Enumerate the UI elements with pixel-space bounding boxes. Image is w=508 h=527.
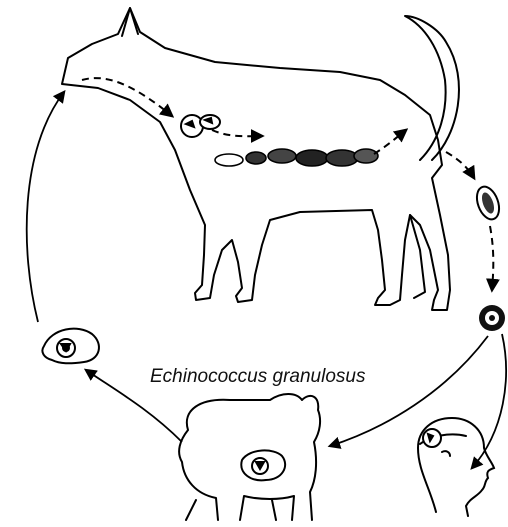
hydatid-cyst-liver-icon bbox=[42, 329, 99, 364]
arrow-cyst-to-dog bbox=[27, 92, 64, 322]
dog-internal-path bbox=[82, 78, 406, 154]
cycle-arrows bbox=[27, 92, 506, 468]
egg-icon bbox=[479, 305, 505, 331]
dog-tail bbox=[405, 16, 459, 160]
egg-path bbox=[446, 152, 493, 290]
dog-inner-leg bbox=[410, 215, 425, 298]
gravid-proglottid-icon bbox=[473, 184, 503, 223]
adult-tapeworm-icon bbox=[215, 149, 378, 166]
liver-in-sheep-icon bbox=[241, 450, 285, 480]
hydatid-cyst-dog-icon bbox=[181, 115, 220, 137]
arrow-egg-to-sheep bbox=[330, 336, 488, 446]
human-head-illustration bbox=[418, 418, 494, 516]
arrow-egg-to-human bbox=[472, 334, 506, 468]
caption: Echinococcus granulosus bbox=[150, 366, 366, 387]
